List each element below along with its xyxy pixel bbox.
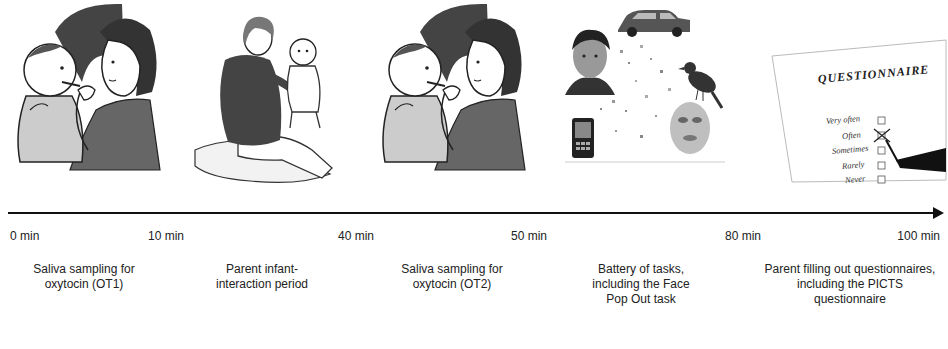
step-caption: Saliva sampling for oxytocin (OT2): [387, 262, 517, 292]
step-caption: Parent filling out questionnaires, inclu…: [760, 262, 940, 307]
task-battery-stimuli: [565, 10, 725, 162]
time-label: 10 min: [136, 229, 196, 244]
time-label: 80 min: [713, 229, 773, 244]
step-caption: Parent infant-interaction period: [205, 262, 319, 292]
parent-infant-interaction: [195, 17, 332, 183]
answer-option: Rarely: [842, 159, 865, 171]
step-caption: Battery of tasks, including the Face Pop…: [582, 262, 700, 307]
saliva-sampling-1: [18, 4, 160, 170]
time-label: 100 min: [897, 229, 940, 244]
step-caption: Saliva sampling for oxytocin (OT1): [19, 262, 149, 292]
questionnaire-sheet: [772, 40, 946, 183]
time-label: 0 min: [10, 229, 39, 244]
time-label: 40 min: [326, 229, 386, 244]
timeline-arrow: [8, 207, 944, 219]
saliva-sampling-2: [383, 4, 525, 170]
answer-option: Often: [842, 129, 862, 141]
answer-option: Never: [845, 173, 866, 185]
time-label: 50 min: [499, 229, 559, 244]
illustration: [0, 0, 948, 230]
